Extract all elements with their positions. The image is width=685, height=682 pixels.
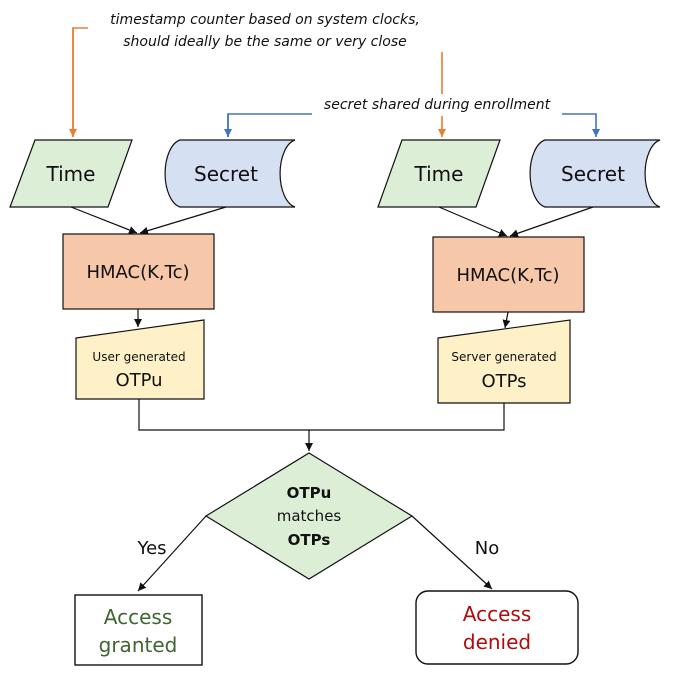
decision-diamond xyxy=(204,452,414,580)
decision-line1: OTPu xyxy=(287,484,332,502)
right-hmac-box xyxy=(432,236,585,313)
access-granted-line1: Access xyxy=(104,605,172,629)
no-branch-arrow xyxy=(411,515,493,590)
access-denied-line2: denied xyxy=(463,630,531,654)
timestamp-note-background xyxy=(88,8,448,52)
right-time-to-hmac-arrow xyxy=(438,206,508,237)
left-hmac-label: HMAC(K,Tc) xyxy=(86,262,189,283)
left-time-input xyxy=(9,139,133,208)
right-time-input xyxy=(377,139,501,208)
access-denied-line1: Access xyxy=(463,602,531,626)
right-hmac-label: HMAC(K,Tc) xyxy=(456,265,559,286)
yes-label: Yes xyxy=(136,538,166,559)
left-time-to-hmac-arrow xyxy=(70,206,138,234)
no-label: No xyxy=(475,538,499,559)
right-secret-label: Secret xyxy=(561,162,625,186)
timestamp-note-line1: timestamp counter based on system clocks… xyxy=(110,12,420,28)
left-secret-to-hmac-arrow xyxy=(139,206,227,235)
right-hmac-to-otp-arrow xyxy=(502,311,511,329)
secret-note: secret shared during enrollment xyxy=(324,97,551,113)
right-otp-label: OTPs xyxy=(481,371,526,392)
otp-merge-connector xyxy=(138,399,505,431)
decision-line3: OTPs xyxy=(288,531,331,549)
left-otp-caption: User generated xyxy=(92,350,185,364)
timestamp-note-line2: should ideally be the same or very close xyxy=(123,34,407,50)
left-hmac-box xyxy=(62,233,215,310)
access-granted-box xyxy=(74,594,203,666)
left-secret-label: Secret xyxy=(194,162,258,186)
right-secret-to-hmac-arrow xyxy=(509,206,594,238)
secret-note-background xyxy=(312,94,562,116)
left-otp-box xyxy=(75,319,205,400)
right-time-label: Time xyxy=(414,162,464,186)
right-secret-storage xyxy=(529,139,661,208)
secret-connector xyxy=(227,113,600,137)
access-denied-box xyxy=(415,590,579,665)
yes-branch-arrow xyxy=(137,515,207,592)
access-granted-line2: granted xyxy=(99,633,178,657)
decision-line2: matches xyxy=(277,507,342,525)
right-otp-box xyxy=(437,319,571,404)
right-otp-caption: Server generated xyxy=(451,350,556,364)
left-time-label: Time xyxy=(46,162,96,186)
left-secret-storage xyxy=(164,139,296,208)
left-otp-label: OTPu xyxy=(115,370,162,391)
